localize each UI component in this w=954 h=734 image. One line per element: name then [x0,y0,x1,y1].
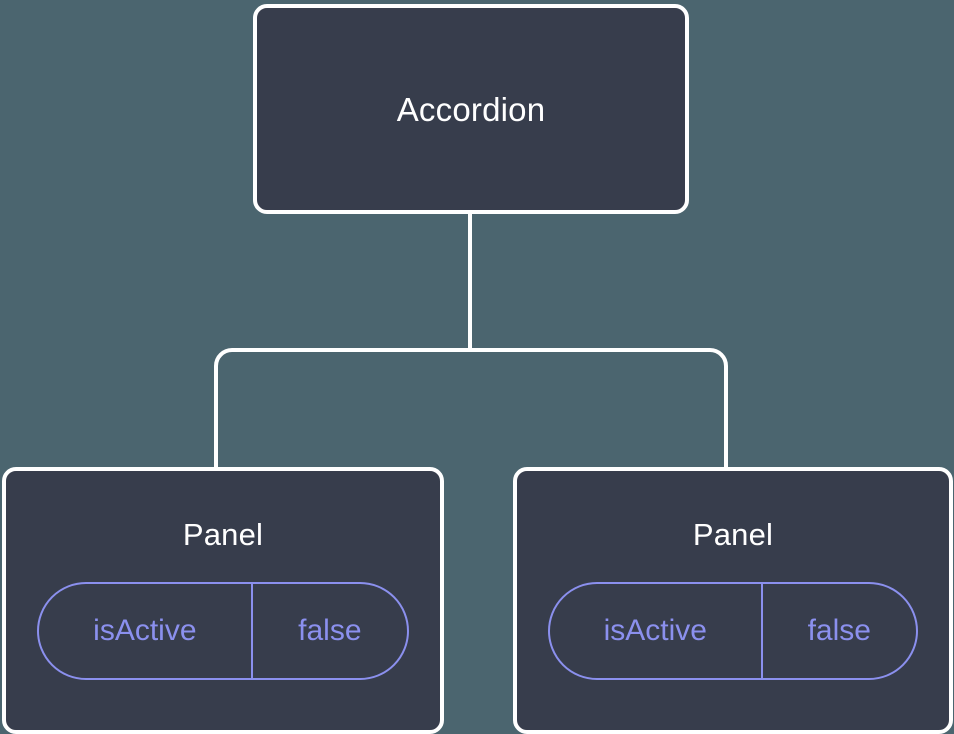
node-panel-1-state-badge[interactable]: isActive false [548,582,918,680]
node-panel-0-title: Panel [182,517,264,552]
node-panel-0[interactable]: Panel isActive false [2,467,444,734]
node-panel-0-state-badge[interactable]: isActive false [37,582,409,680]
node-accordion-title: Accordion [396,90,546,128]
node-panel-0-state-value: false [298,614,362,647]
node-panel-1-state-value: false [807,614,871,647]
node-panel-0-state-key: isActive [39,584,253,678]
node-panel-1-state-key: isActive [550,584,763,678]
node-accordion[interactable]: Accordion [253,4,689,214]
node-panel-1-title: Panel [692,517,774,552]
edge-root-to-panel-1 [470,348,728,467]
edge-root-to-panel-0 [214,348,470,467]
node-panel-1[interactable]: Panel isActive false [513,467,953,734]
